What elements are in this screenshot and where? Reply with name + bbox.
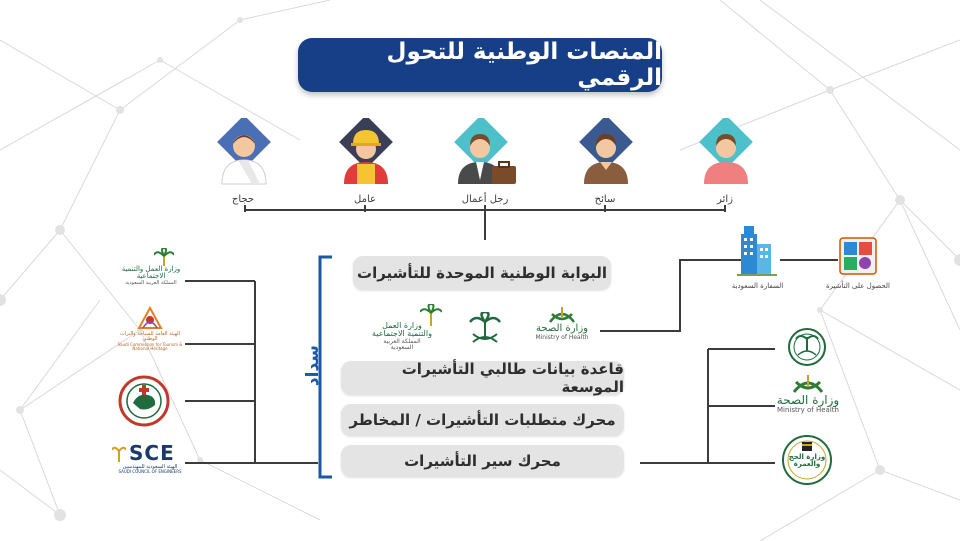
persona-label-pilgrim: حجاج [231, 194, 255, 205]
saudi-emblem-icon [469, 310, 501, 343]
sce-en-name: SAUDI COUNCIL OF ENGINEERS [118, 469, 182, 475]
embassy-label: السفارة السعودية [731, 282, 784, 290]
persona-label-businessman: رجل أعمال [461, 194, 509, 205]
embassy-building-icon [737, 226, 777, 276]
persona-tourist: سائح [570, 115, 645, 205]
sce-logo: SCE الهيئة السعودية للمهندسين SAUDI COUN… [112, 441, 188, 474]
tourist-icon [579, 115, 633, 184]
visa-requirements-engine-box: محرك متطلبات التأشيرات / المخاطر [341, 404, 624, 436]
health-ministry-name-right: وزارة الصحة [776, 393, 840, 407]
tourism-logo-icon [137, 306, 163, 329]
visa-flow-engine-box: محرك سير التأشيرات [341, 445, 624, 477]
hajj-seal-icon [782, 435, 832, 485]
palm-icon-left [154, 248, 174, 266]
health-council-seal-icon [118, 375, 170, 427]
visitor-icon [699, 115, 753, 184]
health-ministry-name-center: وزارة الصحة [536, 323, 588, 334]
tourism-commission-logo: الهيئة العامة للسياحة والتراث الوطني Sau… [115, 306, 185, 351]
saudi-seal-logo-right [787, 327, 827, 371]
visa-applicants-database-box: قاعدة بيانات طالبي التأشيرات الموسعة [341, 360, 624, 396]
labor-ministry-name-center: وزارة العمل والتنمية الاجتماعية [372, 321, 432, 339]
health-ministry-logo-center: وزارة الصحة Ministry of Health [534, 306, 590, 341]
worker-icon [339, 115, 393, 184]
persona-visitor: زائر [690, 115, 765, 205]
persona-label-worker: عامل [354, 194, 376, 205]
sadad-label: سداد [303, 345, 323, 387]
persona-pilgrim: حجاج [208, 115, 283, 205]
pilgrim-icon [217, 115, 271, 185]
visa-icon-group [838, 236, 878, 280]
persona-businessman: رجل أعمال [450, 115, 525, 205]
persona-label-tourist: سائح [594, 194, 616, 205]
health-ministry-logo-right: وزارة الصحة Ministry of Health [775, 374, 841, 414]
labor-ministry-logo-center: وزارة العمل والتنمية الاجتماعية المملكة … [372, 304, 442, 351]
unified-visa-portal-box: البوابة الوطنية الموحدة للتأشيرات [353, 256, 611, 290]
businessman-icon [454, 115, 516, 184]
embassy-icon-group [737, 226, 777, 280]
tourism-en: Saudi Commission for Tourism & National … [117, 341, 183, 351]
sce-palm-icon [112, 446, 126, 462]
persona-worker: عامل [330, 115, 405, 205]
palm-icon [420, 304, 442, 326]
hajj-ministry-name: وزارة الحج والعمرة [788, 453, 826, 469]
saudi-seal-icon [788, 328, 826, 366]
health-ministry-en-center: Ministry of Health [535, 333, 589, 341]
visa-label: الحصول على التأشيرة [826, 282, 890, 290]
labor-ministry-sub-center: المملكة العربية السعودية [383, 337, 421, 352]
labor-ministry-name-left: وزارة العمل والتنمية الاجتماعية [121, 265, 181, 281]
health-council-logo [118, 375, 170, 431]
hajj-ministry-logo: وزارة الحج والعمرة [781, 434, 833, 490]
visa-document-icon [839, 237, 877, 275]
page-title: المنصات الوطنية للتحول الرقمي [298, 38, 662, 92]
saudi-emblem-logo [468, 310, 502, 350]
persona-label-visitor: زائر [717, 194, 733, 205]
sce-ar-name: الهيئة السعودية للمهندسين [122, 464, 178, 470]
labor-ministry-sub-left: المملكة العربية السعودية [125, 279, 177, 286]
labor-ministry-logo-left: وزارة العمل والتنمية الاجتماعية المملكة … [120, 248, 182, 286]
tourism-name: الهيئة العامة للسياحة والتراث الوطني [119, 331, 181, 343]
health-ministry-en-right: Ministry of Health [777, 405, 839, 414]
health-logo-icon-right [792, 375, 824, 393]
sce-acronym: SCE [129, 441, 175, 465]
health-logo-icon [549, 307, 575, 323]
